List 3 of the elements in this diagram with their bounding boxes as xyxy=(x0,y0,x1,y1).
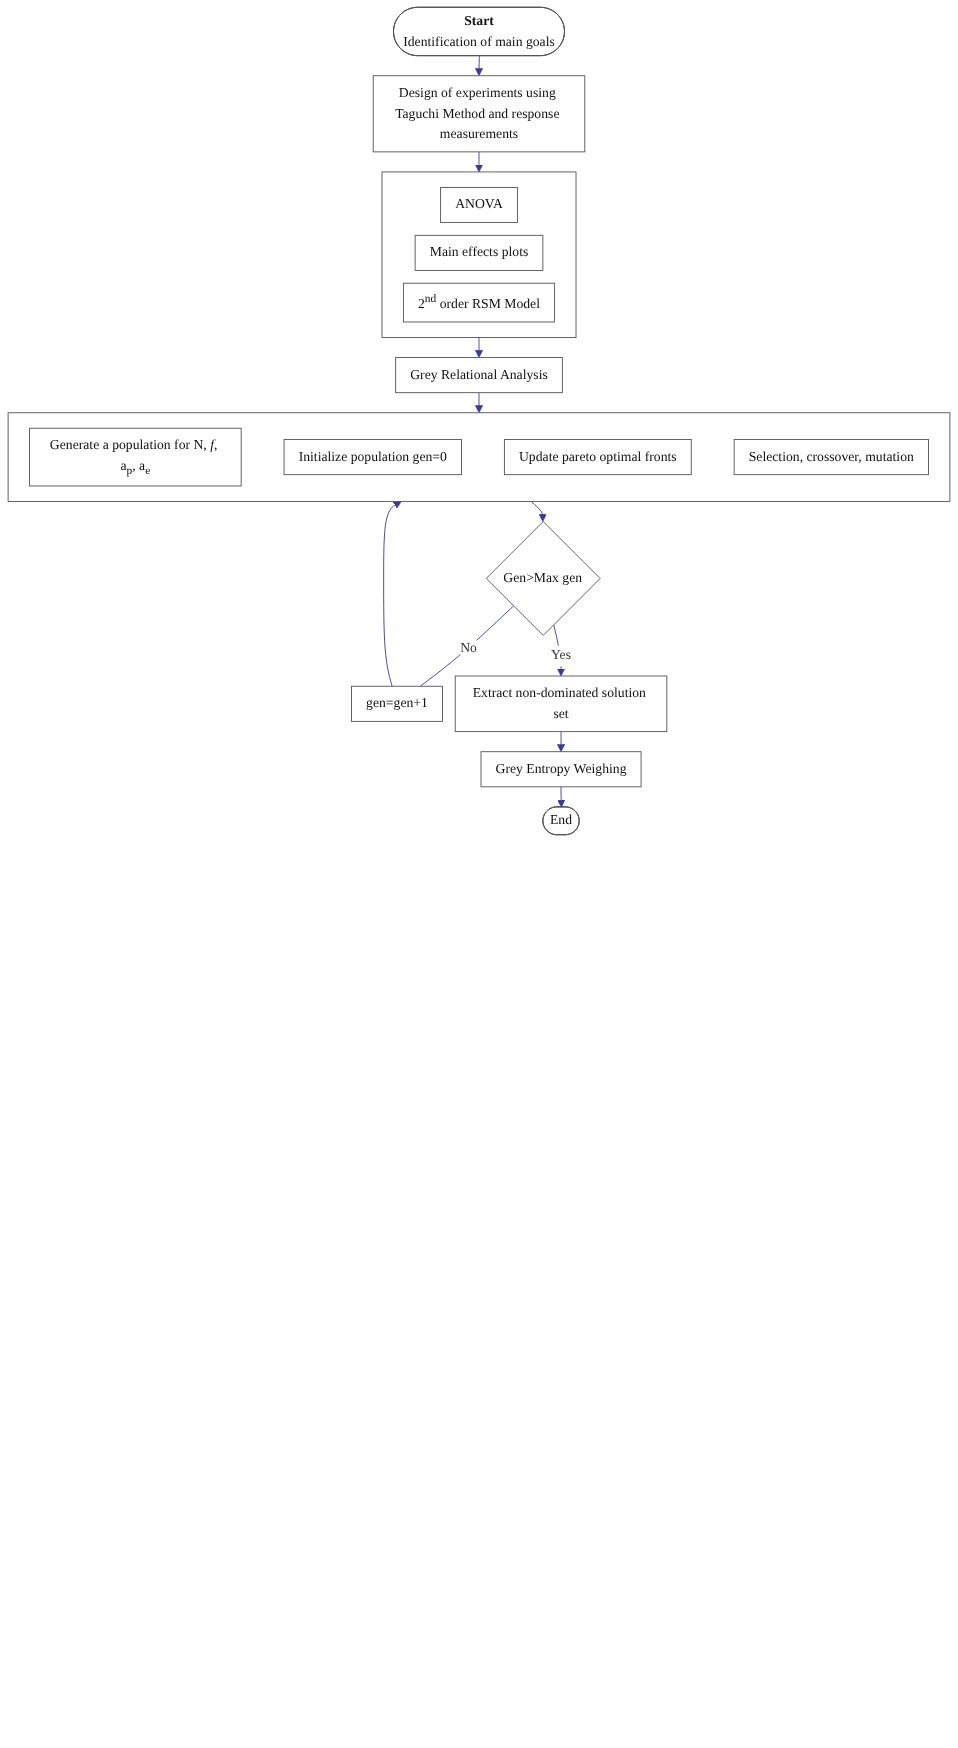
connector xyxy=(419,605,514,687)
cluster xyxy=(7,412,951,502)
cluster xyxy=(381,171,577,338)
